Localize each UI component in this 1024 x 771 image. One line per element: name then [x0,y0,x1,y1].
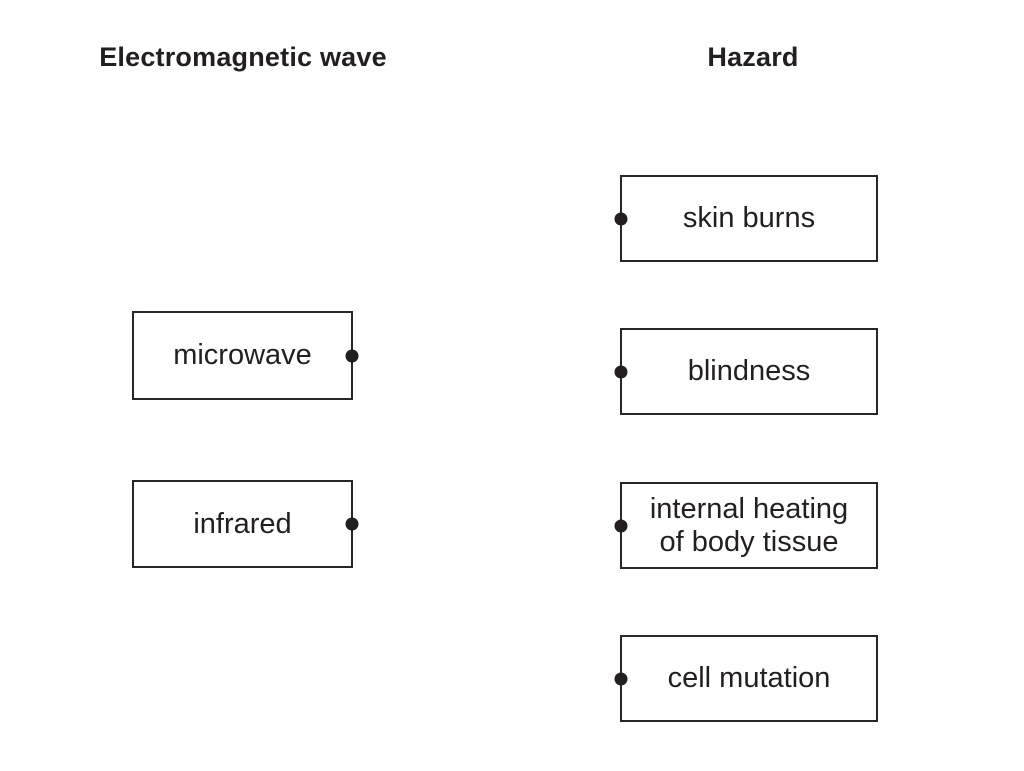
connector-dot-icon[interactable] [345,349,359,362]
hazard-box-label: internal heating of body tissue [649,493,849,558]
wave-box-microwave[interactable]: microwave [132,311,359,400]
column-header-hazard: Hazard [707,42,799,72]
hazard-box-label: cell mutation [667,662,831,695]
hazard-box-label: skin burns [682,202,816,235]
connector-dot-icon[interactable] [614,519,628,532]
hazard-box-blindness[interactable]: blindness [614,328,878,415]
hazard-box-skin-burns[interactable]: skin burns [614,175,878,262]
connector-dot-icon[interactable] [345,517,359,531]
wave-box-label: microwave [173,339,312,372]
hazard-box-label: blindness [687,355,811,388]
wave-box-label: infrared [193,507,292,540]
connector-dot-icon[interactable] [614,365,628,378]
wave-box-infrared[interactable]: infrared [132,480,359,568]
hazard-box-internal-heating[interactable]: internal heating of body tissue [614,482,878,569]
connector-dot-icon[interactable] [614,212,628,225]
hazard-box-cell-mutation[interactable]: cell mutation [614,635,878,722]
connector-dot-icon[interactable] [614,672,628,685]
column-header-electromagnetic-wave: Electromagnetic wave [99,42,387,72]
